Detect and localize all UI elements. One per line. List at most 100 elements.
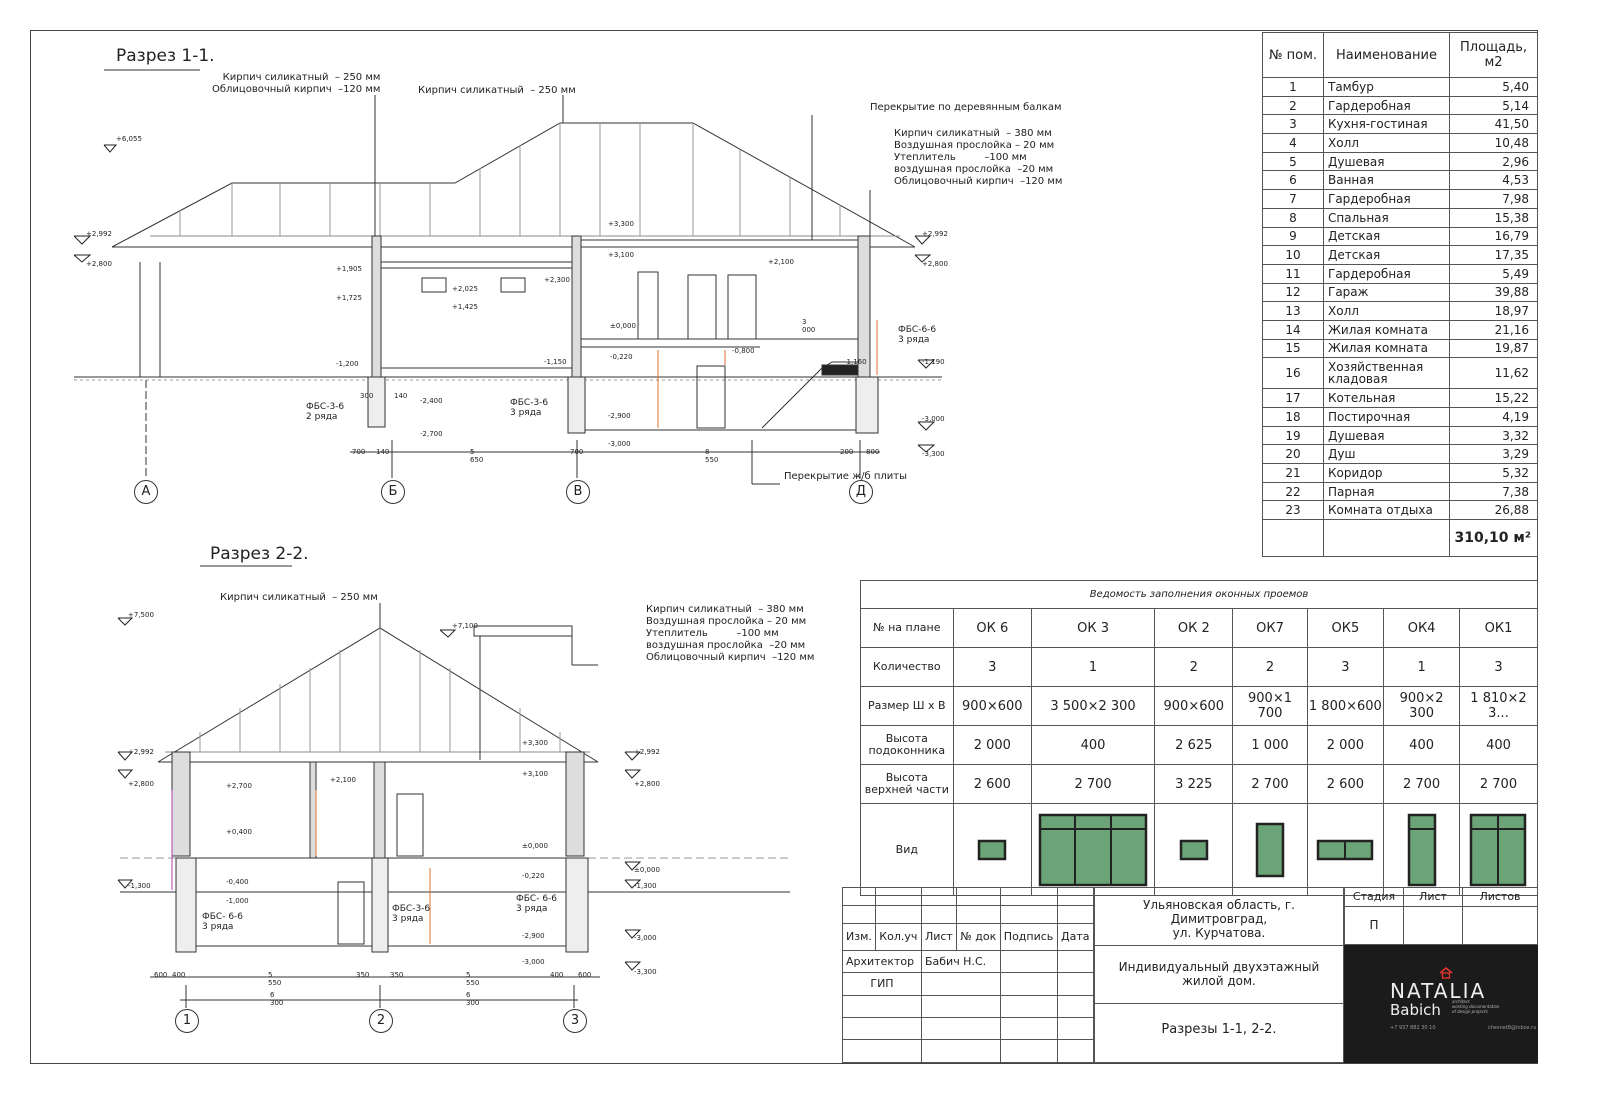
- section1-overlap-note: Перекрытие по деревянным балкам: [870, 102, 1062, 113]
- room-name: Гардеробная: [1323, 95, 1450, 116]
- room-number: 9: [1262, 226, 1324, 247]
- level-mark: -3,300: [922, 450, 945, 458]
- window-qty: 3: [1306, 647, 1385, 687]
- stamp-center: Ульяновская область, г. Димитровград, ул…: [1094, 887, 1344, 1063]
- window-view: [1030, 803, 1156, 896]
- axis-bubble: А: [134, 480, 158, 504]
- room-name: Постирочная: [1323, 407, 1450, 427]
- stamp-project: Индивидуальный двухэтажный жилой дом.: [1095, 946, 1343, 1004]
- stamp-col-list: Лист: [920, 922, 958, 951]
- level-mark: -2,900: [522, 932, 545, 940]
- dimension: 3 000: [802, 318, 816, 334]
- level-mark: +0,400: [226, 828, 252, 836]
- section1-fbs-3: ФБС-6-6 3 ряда: [898, 325, 937, 345]
- room-name: Душевая: [1323, 151, 1450, 172]
- room-area: 26,88: [1449, 500, 1538, 521]
- logo-email: chesnet8@inbox.ru: [1488, 1025, 1537, 1031]
- level-mark: +7,100: [452, 622, 478, 630]
- room-area: 5,32: [1449, 463, 1538, 483]
- level-mark: -1,300: [634, 882, 657, 890]
- level-mark: +6,055: [116, 135, 142, 143]
- room-name: Жилая комната: [1323, 319, 1450, 340]
- room-number: 5: [1262, 151, 1324, 172]
- room-area: 4,53: [1449, 170, 1538, 191]
- axis-bubble: 3: [563, 1009, 587, 1033]
- rooms-col-number: № пом.: [1262, 32, 1324, 78]
- room-number: 19: [1262, 425, 1324, 446]
- window-view: [1154, 803, 1234, 896]
- level-mark: -2,400: [420, 397, 443, 405]
- room-area: 11,62: [1449, 357, 1538, 390]
- level-mark: +2,800: [922, 260, 948, 268]
- room-area: 10,48: [1449, 133, 1538, 153]
- dimension: 400: [172, 971, 186, 979]
- level-mark: ±0,000: [522, 842, 548, 850]
- window-qty: 3: [1458, 647, 1539, 687]
- stamp-sheet-label: Лист: [1404, 888, 1462, 907]
- axis-bubble: 1: [175, 1009, 199, 1033]
- window-qty: 3: [952, 647, 1032, 687]
- window-id: ОК 6: [952, 608, 1032, 648]
- section2-fbs-2: ФБС-3-6 3 ряда: [392, 904, 431, 924]
- logo-phone: +7 937 882 30 10: [1390, 1025, 1436, 1031]
- room-name: Коридор: [1323, 463, 1450, 483]
- dimension: 8 550: [705, 448, 719, 464]
- window-top: 2 700: [1030, 764, 1156, 804]
- rooms-total-row: 310,10 м²: [1262, 519, 1538, 558]
- room-number: 8: [1262, 207, 1324, 228]
- section2-title: Разрез 2-2.: [210, 544, 309, 564]
- level-mark: -3,000: [608, 440, 631, 448]
- dimension: 700: [352, 448, 366, 456]
- window-icon: [978, 839, 1007, 860]
- level-mark: ±0,000: [610, 322, 636, 330]
- level-mark: -1,300: [128, 882, 151, 890]
- window-id: ОК7: [1232, 608, 1308, 648]
- level-mark: -1,200: [336, 360, 359, 368]
- window-icon: [1470, 813, 1527, 886]
- level-mark: -2,900: [608, 412, 631, 420]
- stamp-stage-col: Стадия П: [1345, 888, 1404, 944]
- room-number: 4: [1262, 133, 1324, 153]
- room-number: 23: [1262, 500, 1324, 521]
- level-mark: +3,100: [608, 251, 634, 259]
- stamp-stage-block: Стадия П Лист Листов: [1344, 887, 1538, 945]
- window-id: ОК1: [1458, 608, 1539, 648]
- stamp-col-izm: Изм.: [841, 922, 877, 951]
- level-mark: +2,100: [768, 258, 794, 266]
- window-sill: 2 000: [1306, 725, 1385, 765]
- level-mark: -2,700: [420, 430, 443, 438]
- level-mark: -3,000: [634, 934, 657, 942]
- section1-slab-note: Перекрытие ж/б плиты: [784, 471, 907, 482]
- windows-row-label: Размер Ш х В: [860, 686, 954, 726]
- level-mark: -3,300: [634, 968, 657, 976]
- stamp-stage: П: [1369, 918, 1379, 932]
- level-mark: +2,992: [128, 748, 154, 756]
- level-mark: +3,300: [608, 220, 634, 228]
- stamp-gip-label: ГИП: [842, 972, 922, 996]
- room-area: 18,97: [1449, 301, 1538, 321]
- section2-fbs-3: ФБС- 6-6 3 ряда: [516, 894, 558, 914]
- windows-row-label: Количество: [860, 647, 954, 687]
- logo-tagline: architect working documentation of desig…: [1452, 999, 1500, 1014]
- level-mark: -0,400: [226, 878, 249, 886]
- stamp-left-grid: Изм. Кол.уч Лист № док Подпись Дата Архи…: [841, 887, 1094, 1063]
- rooms-col-name: Наименование: [1323, 32, 1450, 78]
- rooms-col-area: Площадь, м2: [1449, 32, 1538, 78]
- stamp-architect-label: Архитектор: [842, 949, 922, 974]
- axis-bubble: 2: [369, 1009, 393, 1033]
- section1-fbs-1: ФБС-3-6 2 ряда: [306, 402, 345, 422]
- dimension: 200: [840, 448, 854, 456]
- room-name: Тамбур: [1323, 77, 1450, 97]
- level-mark: +2,992: [922, 230, 948, 238]
- room-area: 15,22: [1449, 388, 1538, 408]
- window-size: 900×2 300: [1383, 686, 1460, 726]
- axis-bubble: В: [566, 480, 590, 504]
